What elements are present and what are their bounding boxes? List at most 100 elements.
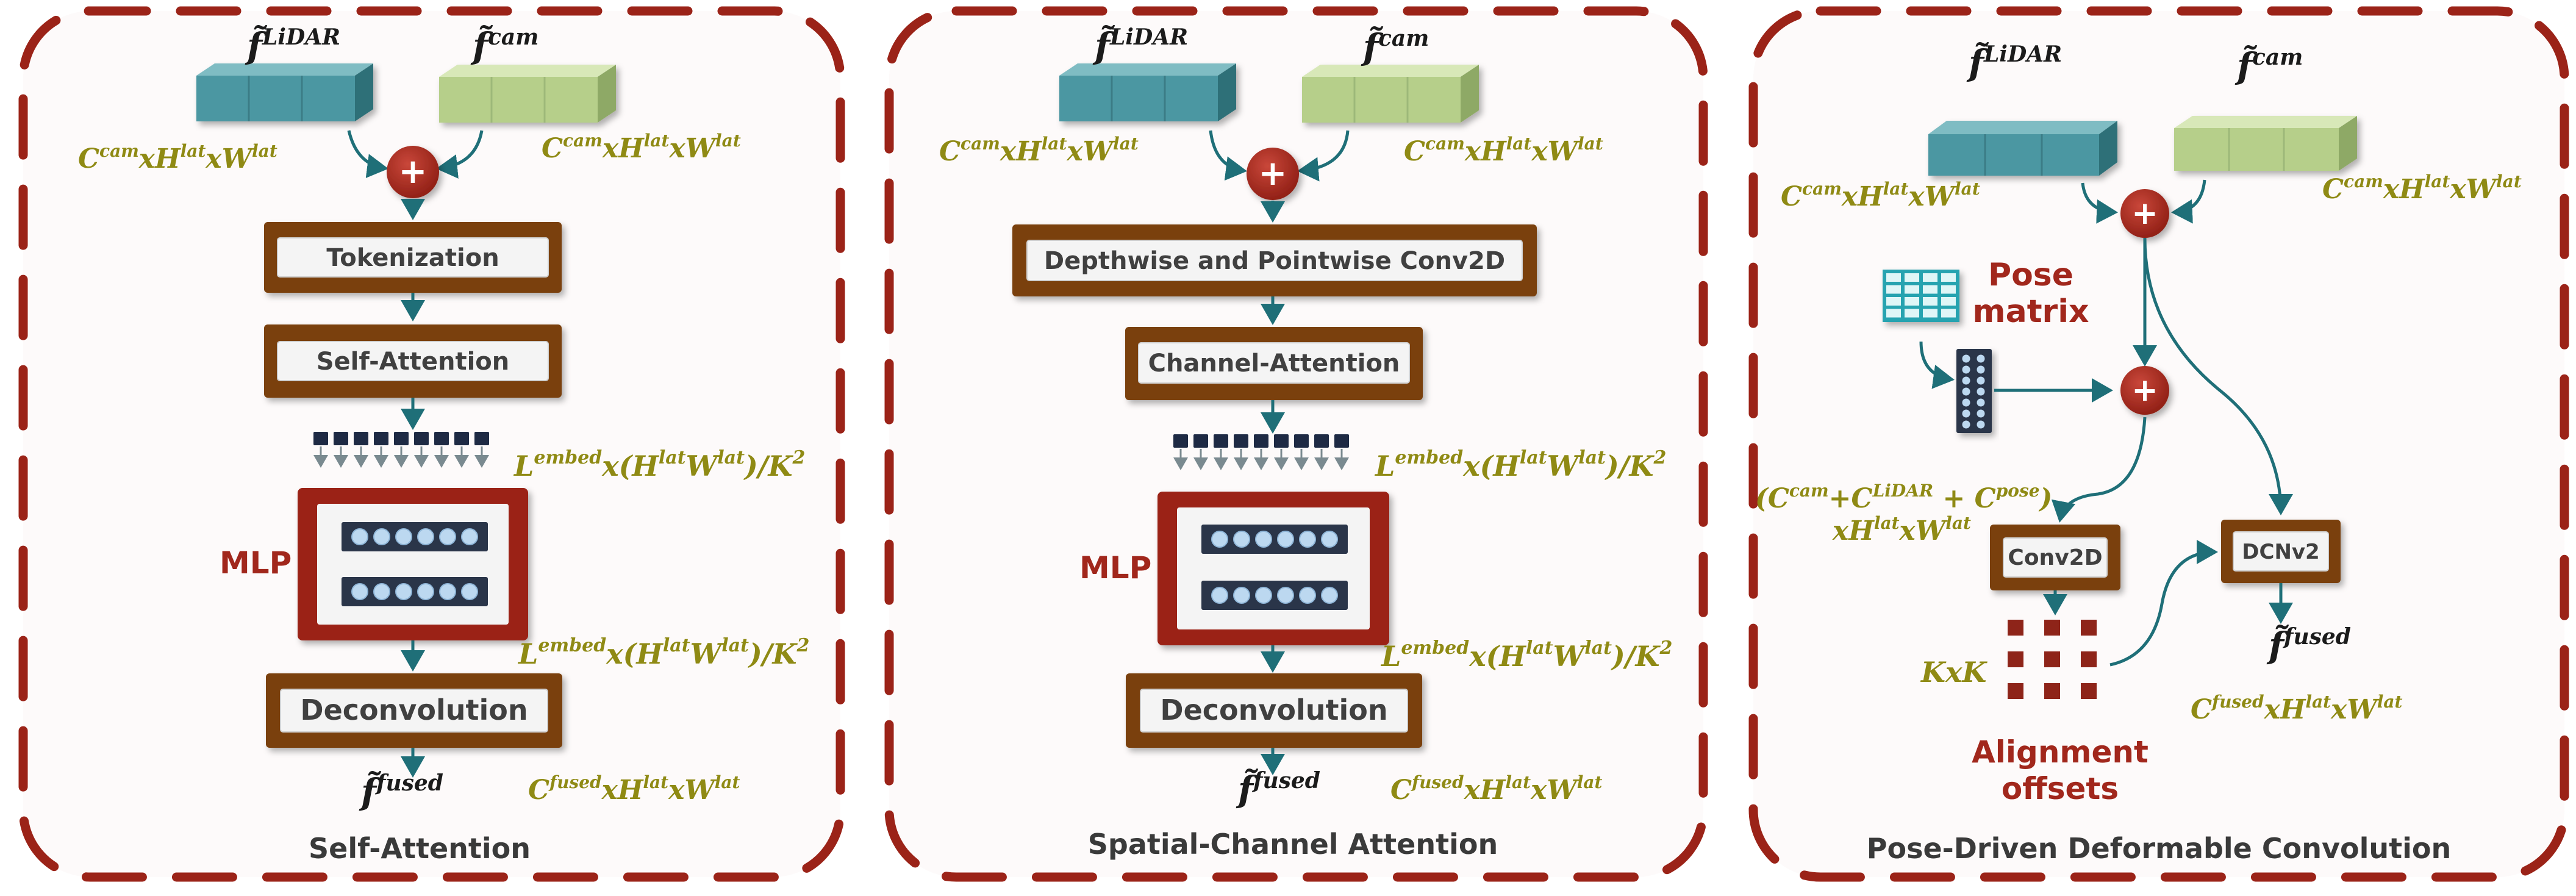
camera-feature-block: [1302, 65, 1479, 123]
neuron: [1211, 531, 1228, 548]
offset-cell: [2081, 683, 2097, 699]
lidar-feature-block: [1928, 121, 2117, 176]
camera-dimension: CcamxHlatxWlat: [2322, 171, 2522, 205]
neuron: [373, 583, 390, 600]
lidar-dimension: CcamxHlatxWlat: [78, 141, 277, 174]
pose-encoder-column: [1956, 349, 1992, 433]
panel-1-dashed-border: [18, 6, 845, 882]
token: [434, 432, 449, 445]
deconvolution-label: Deconvolution: [1160, 694, 1387, 726]
neuron: [417, 583, 434, 600]
mlp-label: MLP: [220, 545, 292, 581]
neuron: [1255, 531, 1272, 548]
tokenization-label: Tokenization: [326, 244, 499, 272]
token: [1254, 434, 1268, 448]
arrow-lidar-to-sum: [347, 130, 388, 179]
neuron: [1233, 531, 1250, 548]
sum-node: +: [387, 146, 439, 198]
encoder-dot: [1962, 409, 1970, 418]
deconvolution-box: Deconvolution: [1126, 673, 1422, 748]
matrix-cell: [1923, 297, 1937, 306]
matrix-cell: [1941, 297, 1956, 306]
arrow-offsets-to-dcn: [2109, 540, 2218, 667]
token: [394, 432, 409, 445]
neuron: [1321, 531, 1338, 548]
lidar-feature-block: [1059, 63, 1236, 121]
encoder-dot: [1977, 420, 1985, 429]
camera-dimension: CcamxHlatxWlat: [1404, 134, 1603, 167]
neuron: [373, 528, 390, 545]
panel-caption: Self-Attention: [309, 832, 531, 865]
camera-feature-block: [439, 65, 616, 123]
matrix-cell: [1886, 297, 1901, 306]
matrix-cell: [1923, 309, 1937, 318]
mlp-neurons: [351, 528, 478, 600]
arrow-lidar-to-sum: [1209, 130, 1247, 181]
encoder-dot: [1977, 409, 1985, 418]
offset-cell: [2081, 620, 2097, 636]
offset-cell: [2008, 651, 2023, 667]
lidar-dimension: CcamxHlatxWlat: [1781, 179, 1980, 212]
neuron: [439, 528, 456, 545]
matrix-cell: [1923, 285, 1937, 294]
dcnv2-label: DCNv2: [2242, 540, 2319, 564]
neuron: [417, 528, 434, 545]
neuron: [1255, 587, 1272, 604]
mlp-block: [298, 488, 528, 640]
embed-dimension-top: Lembedx(HlatWlat)/K2: [1374, 447, 1666, 482]
neuron: [1277, 531, 1294, 548]
tokenization-box: Tokenization: [264, 222, 562, 293]
matrix-cell: [1941, 273, 1956, 282]
token: [1214, 434, 1228, 448]
lidar-label: f̃LiDAR: [1966, 41, 2062, 84]
self-attention-box: Self-Attention: [264, 324, 562, 398]
neuron: [351, 528, 368, 545]
kernel-size-label: KxK: [1920, 656, 1987, 689]
camera-feature-block: [2174, 116, 2357, 171]
panel-3-dashed-border: [1748, 6, 2569, 882]
token-row: [313, 432, 489, 468]
offset-cell: [2081, 651, 2097, 667]
matrix-cell: [1905, 309, 1919, 318]
token: [454, 432, 469, 445]
offset-cell: [2044, 651, 2060, 667]
matrix-cell: [1886, 285, 1901, 294]
fused-dimension: CfusedxHlatxWlat: [2191, 692, 2403, 725]
encoder-dot: [1962, 354, 1970, 363]
lidar-dimension: CcamxHlatxWlat: [939, 134, 1139, 167]
neuron: [395, 528, 412, 545]
encoder-dot: [1962, 365, 1970, 374]
matrix-cell: [1886, 309, 1901, 318]
plus-symbol: +: [2131, 372, 2158, 409]
token-row: [1173, 434, 1349, 470]
encoder-dot: [1977, 365, 1985, 374]
encoder-dot: [1962, 376, 1970, 385]
arrow-sum-to-conv2d: [2051, 417, 2147, 523]
panel-self-attention: f̃LiDAR f̃cam CcamxHlatxWlat CcamxHlatxW…: [18, 6, 845, 882]
neuron: [1211, 587, 1228, 604]
mlp-label: MLP: [1079, 550, 1151, 586]
matrix-cell: [1905, 273, 1919, 282]
embed-dimension-bottom: Lembedx(HlatWlat)/K2: [1380, 637, 1672, 673]
panel-spatial-channel-attention: f̃LiDAR f̃cam CcamxHlatxWlat CcamxHlatxW…: [884, 6, 1708, 882]
self-attention-label: Self-Attention: [317, 348, 510, 376]
lidar-feature-block: [196, 63, 373, 121]
mlp-neurons: [1211, 531, 1338, 604]
offset-cell: [2044, 683, 2060, 699]
fused-label: f̃fused: [359, 770, 443, 812]
concat-dimension-line2: xHlatxWlat: [1832, 513, 1971, 547]
channel-attention-label: Channel-Attention: [1148, 349, 1400, 378]
token: [1234, 434, 1248, 448]
neuron: [461, 583, 478, 600]
deconvolution-box: Deconvolution: [266, 673, 562, 748]
concat-dimension: (Ccam+CLiDAR + Cpose): [1755, 481, 2052, 514]
neuron: [1299, 587, 1316, 604]
token: [313, 432, 328, 445]
neuron: [395, 583, 412, 600]
offset-cell: [2008, 620, 2023, 636]
mlp-block: [1157, 492, 1389, 645]
pose-matrix-icon: [1883, 270, 1959, 322]
camera-dimension: CcamxHlatxWlat: [542, 131, 741, 164]
